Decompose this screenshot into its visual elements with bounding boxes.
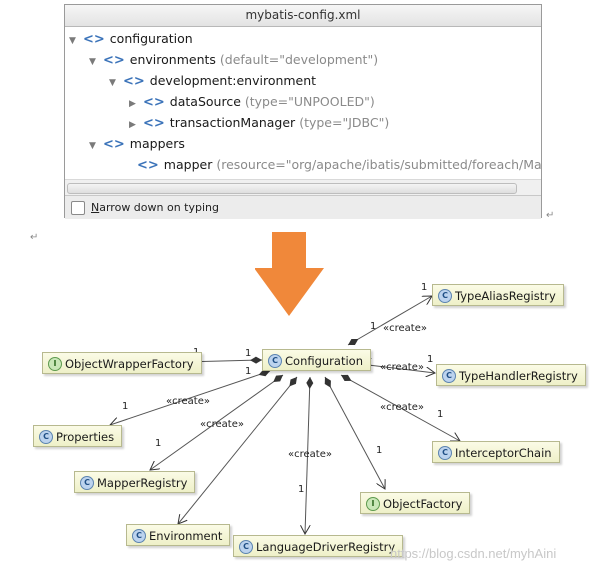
node-label: mapper bbox=[163, 157, 213, 172]
tree-node-configuration[interactable]: ▼ <> configuration bbox=[69, 29, 193, 49]
node-attribute: (resource="org/apache/ibatis/submitted/f… bbox=[216, 157, 541, 172]
node-attribute: (type="UNPOOLED") bbox=[244, 94, 375, 109]
node-label: environments bbox=[129, 52, 216, 67]
structure-view-panel: mybatis-config.xml ▼ <> configuration ▼ <> e… bbox=[64, 4, 542, 219]
interface-icon: I bbox=[366, 497, 380, 511]
tree-node-mappers[interactable]: ▼ <> mappers bbox=[89, 134, 185, 154]
multiplicity-label: 1 bbox=[245, 366, 251, 377]
pilcrow-mark: ↵ bbox=[546, 210, 555, 221]
tree-node-mapper[interactable]: <> mapper (resource="org/apache/ibatis/su… bbox=[123, 155, 541, 175]
create-stereotype: «create» bbox=[380, 362, 424, 373]
class-icon: C bbox=[239, 540, 253, 554]
xml-tag-icon: <> bbox=[123, 74, 145, 89]
class-name: Properties bbox=[56, 430, 115, 444]
expand-triangle-icon[interactable]: ▼ bbox=[69, 36, 76, 46]
create-stereotype: «create» bbox=[288, 449, 332, 460]
node-label: development:environment bbox=[149, 73, 317, 88]
down-arrow-icon bbox=[255, 232, 324, 316]
multiplicity-label: 1 bbox=[427, 354, 433, 365]
node-label: configuration bbox=[109, 31, 193, 46]
class-icon: C bbox=[39, 430, 53, 444]
class-name: InterceptorChain bbox=[455, 446, 552, 460]
multiplicity-label: 1 bbox=[421, 282, 427, 293]
xml-tree: ▼ <> configuration ▼ <> environments (defaul… bbox=[65, 27, 541, 179]
node-attribute: (default="development") bbox=[219, 52, 379, 67]
class-icon: C bbox=[442, 369, 456, 383]
collapsed-triangle-icon[interactable]: ▶ bbox=[129, 99, 136, 109]
pilcrow-mark: ↵ bbox=[30, 232, 39, 243]
create-stereotype: «create» bbox=[200, 419, 244, 430]
scrollbar-thumb[interactable] bbox=[67, 183, 517, 194]
multiplicity-label: 1 bbox=[155, 438, 161, 449]
panel-footer: Narrow down on typing bbox=[65, 195, 541, 219]
class-name: TypeHandlerRegistry bbox=[459, 369, 578, 383]
tree-node-environments[interactable]: ▼ <> environments (default="development") bbox=[89, 50, 378, 70]
expand-triangle-icon[interactable]: ▼ bbox=[109, 78, 116, 88]
xml-tag-icon: <> bbox=[103, 53, 125, 68]
narrow-down-label[interactable]: Narrow down on typing bbox=[91, 201, 219, 214]
collapsed-triangle-icon[interactable]: ▶ bbox=[129, 120, 136, 130]
class-icon: C bbox=[80, 476, 94, 490]
edge-environment bbox=[178, 376, 298, 524]
label-rest: arrow down on typing bbox=[99, 201, 219, 214]
class-name: TypeAliasRegistry bbox=[455, 289, 556, 303]
edge-type-alias-registry bbox=[347, 296, 432, 346]
class-name: ObjectWrapperFactory bbox=[65, 357, 194, 371]
multiplicity-label: 1 bbox=[376, 445, 382, 456]
class-name: MapperRegistry bbox=[97, 476, 188, 490]
xml-tag-icon: <> bbox=[143, 95, 165, 110]
mnemonic-letter: N bbox=[91, 201, 100, 214]
create-stereotype: «create» bbox=[383, 323, 427, 334]
class-name: Environment bbox=[149, 529, 223, 543]
node-attribute: (type="JDBC") bbox=[299, 115, 390, 130]
node-label: dataSource bbox=[169, 94, 241, 109]
class-icon: C bbox=[438, 446, 452, 460]
multiplicity-label: 1 bbox=[245, 348, 251, 359]
class-icon: C bbox=[132, 529, 146, 543]
multiplicity-label: 1 bbox=[122, 401, 128, 412]
expand-triangle-icon[interactable]: ▼ bbox=[89, 141, 96, 151]
xml-tag-icon: <> bbox=[103, 137, 125, 152]
tree-node-datasource[interactable]: ▶ <> dataSource (type="UNPOOLED") bbox=[129, 92, 375, 112]
class-name: ObjectFactory bbox=[383, 497, 463, 511]
class-icon: C bbox=[268, 354, 282, 368]
create-stereotype: «create» bbox=[166, 396, 210, 407]
tree-node-development-environment[interactable]: ▼ <> development:environment bbox=[109, 71, 316, 91]
narrow-down-checkbox[interactable] bbox=[71, 201, 85, 215]
create-stereotype: «create» bbox=[380, 402, 424, 413]
multiplicity-label: 1 bbox=[370, 321, 376, 332]
tree-node-transaction-manager[interactable]: ▶ <> transactionManager (type="JDBC") bbox=[129, 113, 389, 133]
class-name: LanguageDriverRegistry bbox=[256, 540, 396, 554]
interface-icon: I bbox=[48, 357, 62, 371]
expand-triangle-icon[interactable]: ▼ bbox=[89, 57, 96, 67]
class-icon: C bbox=[438, 289, 452, 303]
watermark: https://blog.csdn.net/myhAini bbox=[390, 546, 557, 561]
xml-tag-icon: <> bbox=[137, 158, 159, 173]
multiplicity-label: 1 bbox=[437, 409, 443, 420]
node-label: transactionManager bbox=[169, 115, 296, 130]
edge-type-handler-registry bbox=[359, 364, 435, 373]
node-label: mappers bbox=[129, 136, 185, 151]
xml-tag-icon: <> bbox=[83, 32, 105, 47]
horizontal-scrollbar[interactable] bbox=[65, 179, 541, 195]
class-name: Configuration bbox=[285, 354, 363, 368]
panel-title: mybatis-config.xml bbox=[65, 5, 541, 27]
edge-language-driver-registry bbox=[305, 376, 310, 534]
xml-tag-icon: <> bbox=[143, 116, 165, 131]
multiplicity-label: 1 bbox=[298, 484, 304, 495]
edge-object-factory bbox=[324, 376, 385, 489]
